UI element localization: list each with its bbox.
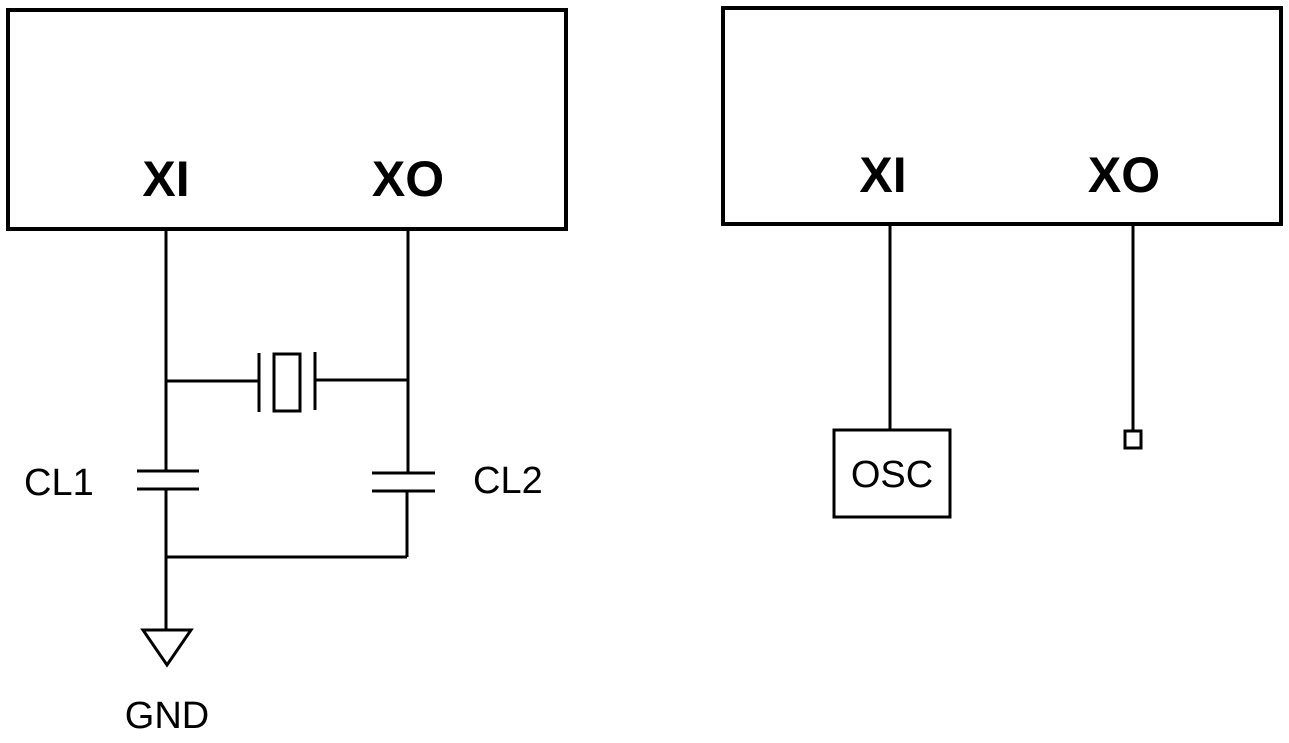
- gnd-label: GND: [125, 695, 209, 737]
- left-circuit: XI XO CL1 CL2 GND: [6, 8, 568, 737]
- osc-label: OSC: [851, 454, 933, 496]
- crystal-icon: [166, 352, 408, 413]
- chip-block-left: [6, 8, 568, 231]
- cl2-label: CL2: [473, 460, 543, 502]
- capacitor-cl2-icon: [372, 471, 435, 557]
- ground-icon: [140, 628, 194, 668]
- capacitor-cl1-icon: [137, 469, 199, 630]
- cl1-label: CL1: [24, 462, 94, 504]
- right-circuit: XI XO OSC: [721, 6, 1283, 519]
- oscillator-block: [832, 428, 952, 519]
- open-terminal-icon: [1123, 429, 1143, 450]
- xi-pin-label-right: XI: [859, 147, 906, 203]
- xo-pin-label-left: XO: [372, 151, 444, 207]
- xo-pin-label-right: XO: [1088, 147, 1160, 203]
- xi-pin-label-left: XI: [142, 151, 189, 207]
- chip-block-right: [721, 6, 1283, 226]
